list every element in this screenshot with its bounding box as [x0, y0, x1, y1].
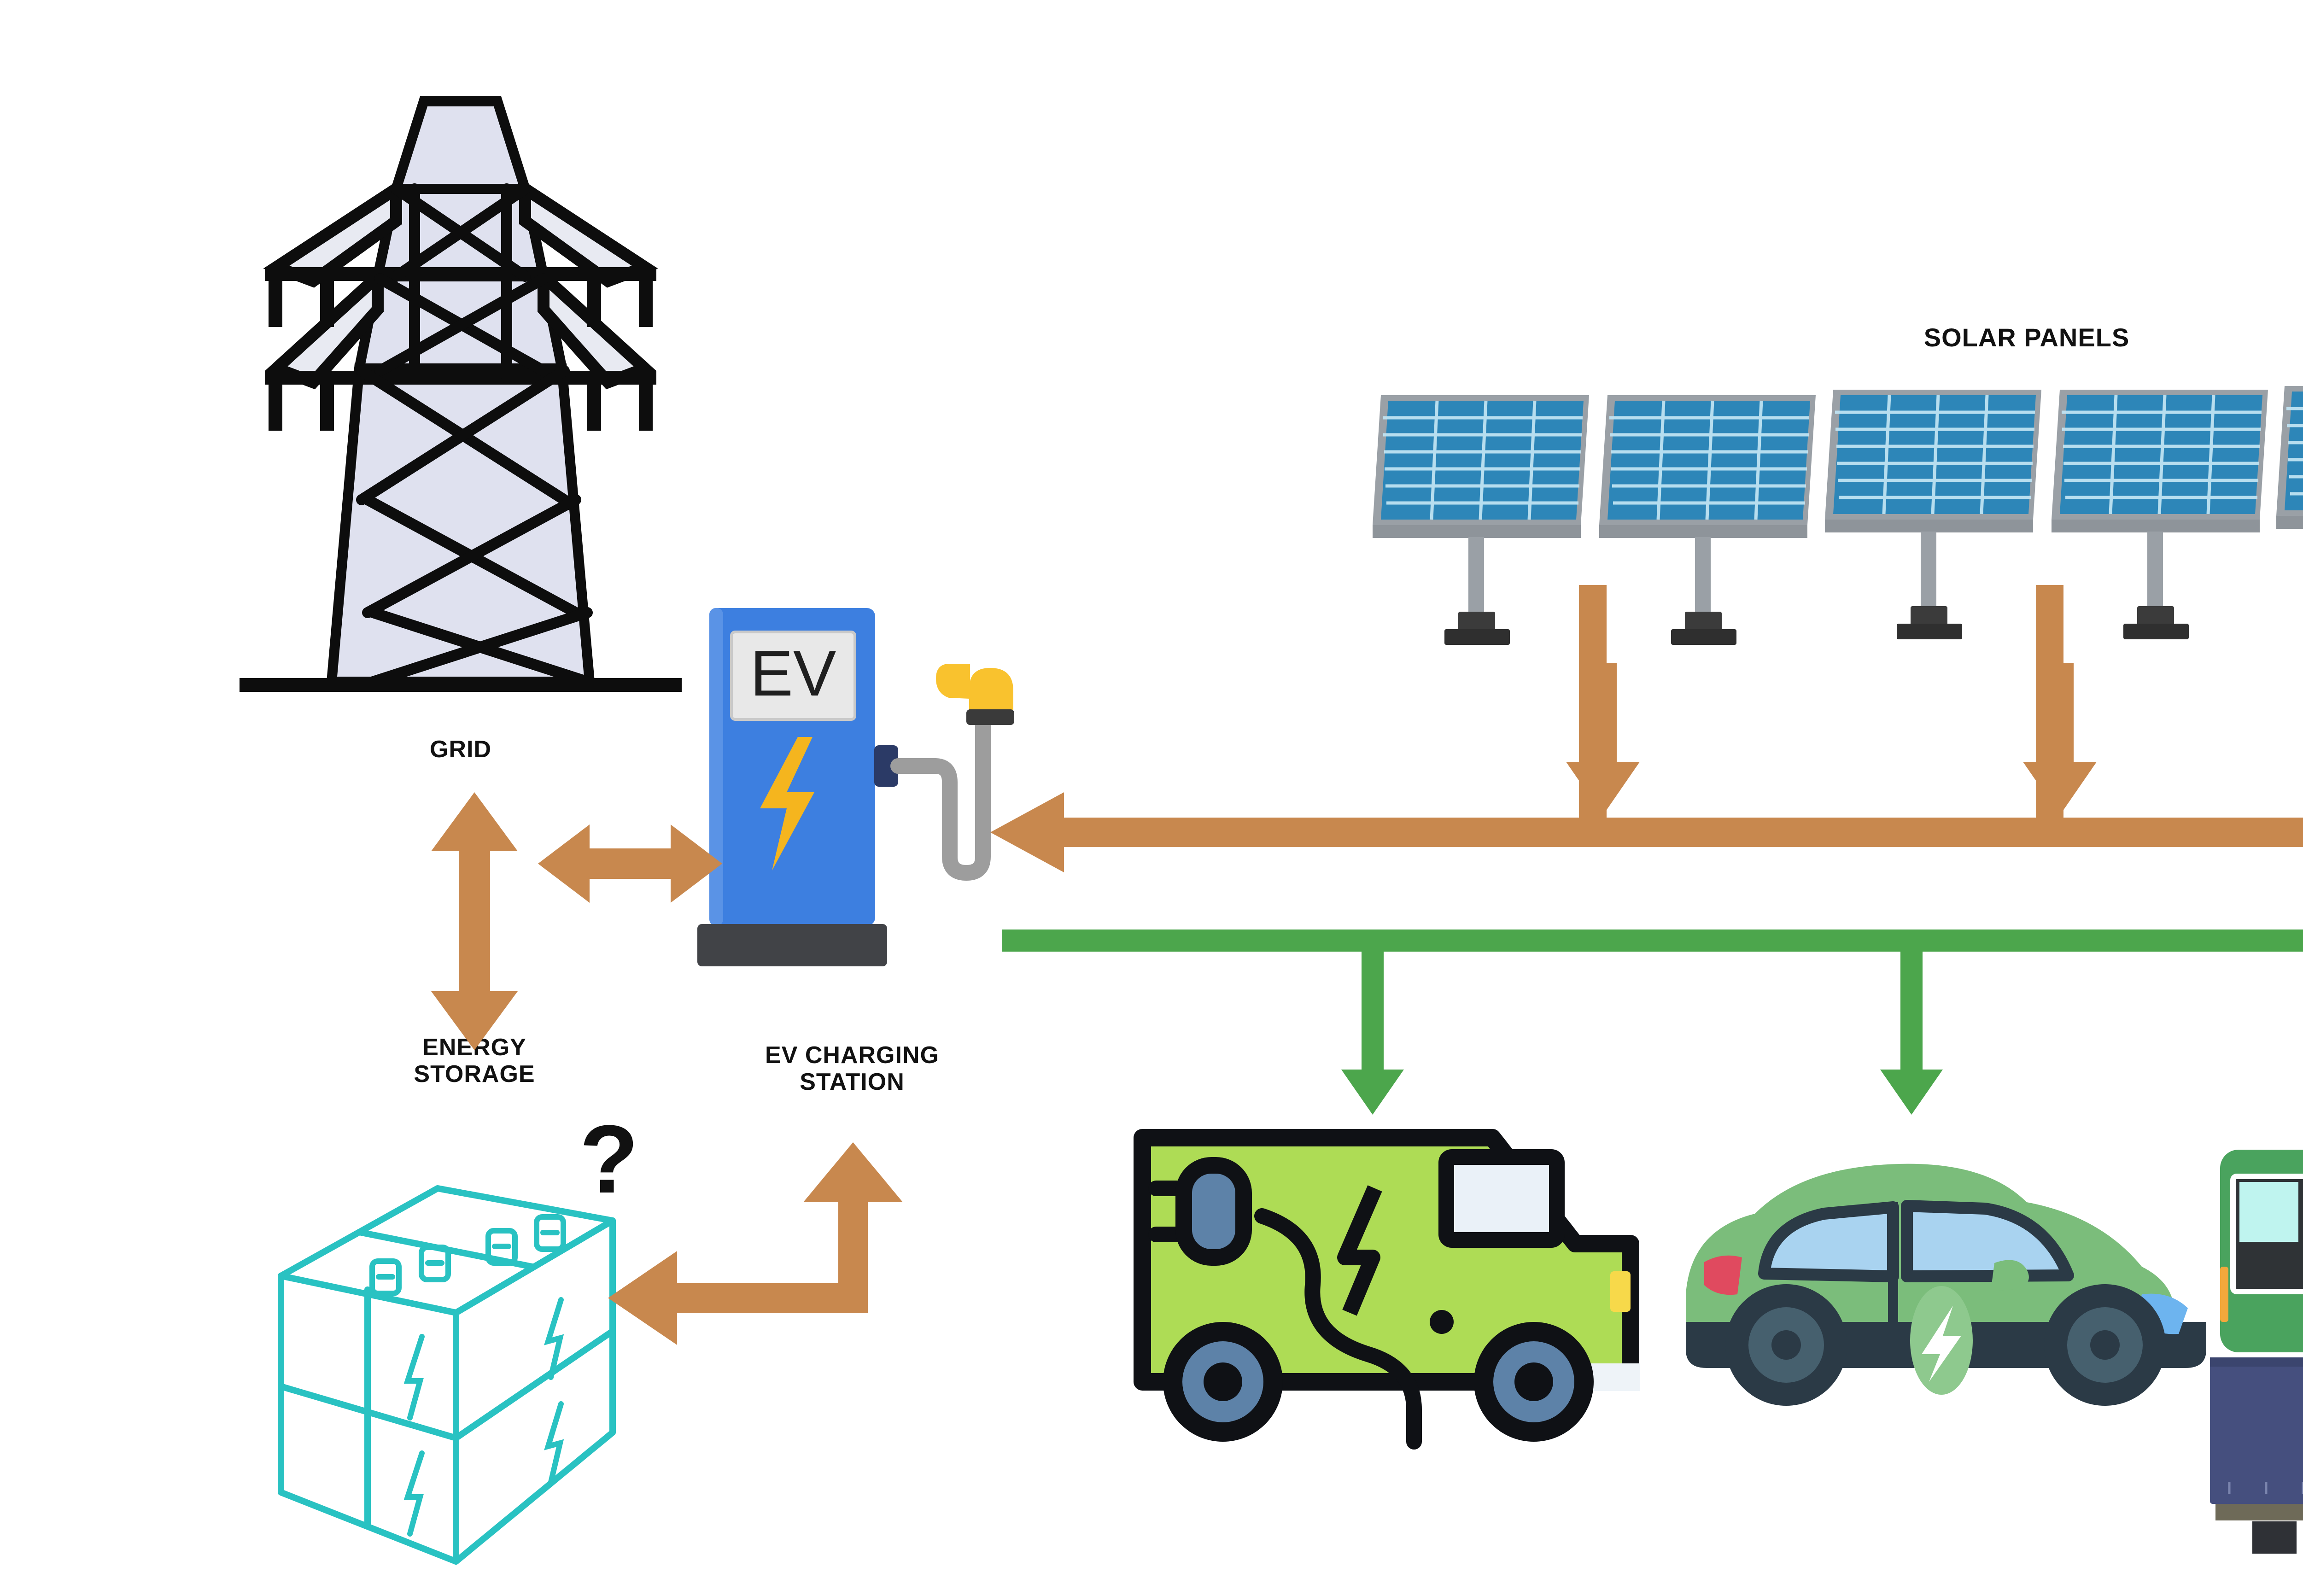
- green-drop-arrow-van: [1331, 940, 1414, 1115]
- question-mark-glyph: ?: [579, 1105, 639, 1213]
- electric-car-icon: [1677, 1142, 2229, 1428]
- charger-display-text: EV: [750, 637, 836, 709]
- semi-truck-icon: [2202, 1347, 2303, 1596]
- ev-charging-station-label: EV CHARGING STATION: [765, 1042, 939, 1096]
- unknown-marker: ?: [579, 1111, 638, 1208]
- battery-rack-icon: [272, 1128, 677, 1571]
- solar-drop-arrow-2: [2014, 663, 2106, 815]
- grid-charger-flow: [538, 815, 722, 912]
- transmission-tower-icon: [221, 83, 700, 728]
- ev-charger-icon: EV: [691, 599, 1014, 1023]
- charger-vehicles-trunk: [1002, 921, 2303, 963]
- grid-storage-flow: [419, 792, 530, 1050]
- charger-storage-flow: [608, 1142, 912, 1359]
- electric-bus-icon: BUS: [2220, 1105, 2303, 1391]
- solar-panels-label: SOLAR PANELS: [1923, 323, 2130, 352]
- grid-label: GRID: [430, 736, 491, 763]
- electric-van-icon: [1124, 1105, 1658, 1450]
- solar-drop-arrow-1: [1557, 663, 1649, 815]
- green-drop-arrow-car: [1870, 940, 1953, 1115]
- solar-panel-array: [1373, 382, 2303, 719]
